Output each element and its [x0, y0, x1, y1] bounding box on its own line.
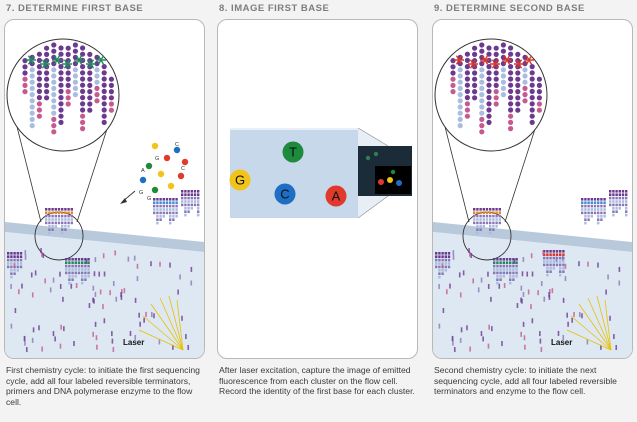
base-T-circle: [282, 141, 304, 163]
nucleotide-label: G: [139, 190, 143, 196]
nucleotide-icon: [151, 142, 159, 150]
nucleotide-icon: [167, 182, 175, 190]
panel-title: 9. DETERMINE SECOND BASE: [434, 3, 585, 14]
base-A-circle: [325, 185, 347, 207]
illustration-card: Laser: [432, 19, 633, 359]
nucleotide-icon: [181, 158, 189, 166]
base-C-circle: [274, 183, 296, 205]
nucleotide-label: C: [181, 166, 185, 172]
flow-cell-surface: [433, 232, 632, 358]
nucleotide-icon: [145, 162, 153, 170]
nucleotide-icon: [163, 154, 171, 162]
panel-title: 7. DETERMINE FIRST BASE: [6, 3, 144, 14]
panel-caption: Second chemistry cycle: to initiate the …: [434, 365, 617, 396]
nucleotide-icon: [151, 186, 159, 194]
nucleotide-icon: [173, 146, 181, 154]
laser-label: Laser: [123, 338, 145, 347]
panel-title: 8. IMAGE FIRST BASE: [219, 3, 330, 14]
nucleotide-label: G: [147, 196, 151, 202]
nucleotide-icon: [157, 170, 165, 178]
nucleotide-label: A: [141, 168, 145, 174]
base-letter: A: [332, 189, 341, 204]
illustration-card: T G C A: [217, 19, 418, 359]
nucleotide-label: G: [155, 156, 159, 162]
flow-cell-surface: [5, 232, 204, 358]
panel-caption: First chemistry cycle: to initiate the f…: [6, 365, 200, 407]
base-letter: C: [280, 187, 289, 202]
imaging-illustration: T G C A: [229, 127, 412, 219]
base-G-circle: [229, 169, 251, 191]
panel-caption: After laser excitation, capture the imag…: [219, 365, 415, 396]
base-letter: G: [235, 173, 245, 188]
nucleotide-icon: [139, 176, 147, 184]
laser-label: Laser: [551, 338, 573, 347]
laser-beam-icon: [566, 295, 612, 351]
panel-determine-second-base: 9. DETERMINE SECOND BASE Laser Second ch…: [430, 0, 636, 422]
base-letter: T: [289, 145, 297, 160]
panel-image-first-base: 8. IMAGE FIRST BASE T G C A After laser exc…: [215, 0, 421, 422]
nucleotide-label: C: [175, 142, 179, 148]
nucleotide-icon: [177, 172, 185, 180]
second-chemistry-illustration: [433, 38, 632, 358]
laser-beam-icon: [138, 295, 184, 351]
